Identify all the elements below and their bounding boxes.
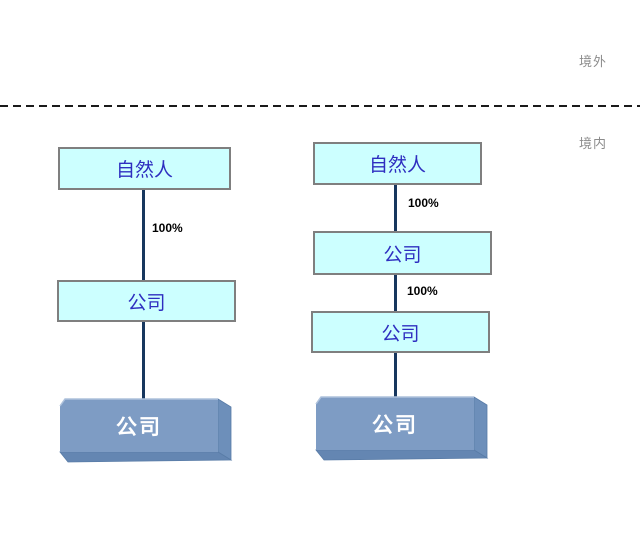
right-node-company-cube-label: 公司 — [372, 412, 418, 437]
right-node-natural-person: 自然人 — [313, 142, 482, 185]
left-connector-2 — [142, 322, 145, 399]
left-node-company-cube: 公司 — [59, 398, 234, 464]
left-node-company-cube-label: 公司 — [116, 414, 162, 439]
right-node-natural-person-label: 自然人 — [368, 155, 426, 176]
onshore-region-label: 境内 — [579, 136, 608, 151]
right-node-company-2: 公司 — [311, 311, 490, 353]
left-node-natural-person-label: 自然人 — [115, 160, 173, 181]
left-connector-1 — [142, 190, 145, 280]
right-ownership-percent-1: 100% — [408, 196, 439, 210]
right-connector-2 — [394, 275, 397, 311]
cube-3d-shape — [59, 398, 233, 463]
right-connector-1 — [394, 185, 397, 231]
left-node-natural-person: 自然人 — [58, 147, 231, 190]
right-node-company-1: 公司 — [313, 231, 492, 275]
right-node-company-2-label: 公司 — [381, 323, 420, 345]
left-node-company-1: 公司 — [57, 280, 236, 322]
left-ownership-percent-1: 100% — [152, 221, 183, 235]
right-node-company-1-label: 公司 — [383, 244, 422, 266]
left-node-company-1-label: 公司 — [127, 292, 166, 314]
right-connector-3 — [394, 353, 397, 397]
right-node-company-cube: 公司 — [315, 396, 490, 462]
right-ownership-percent-2: 100% — [407, 284, 438, 298]
border-divider-line — [0, 105, 640, 107]
offshore-region-label: 境外 — [579, 54, 608, 69]
cube-3d-shape — [315, 396, 489, 461]
